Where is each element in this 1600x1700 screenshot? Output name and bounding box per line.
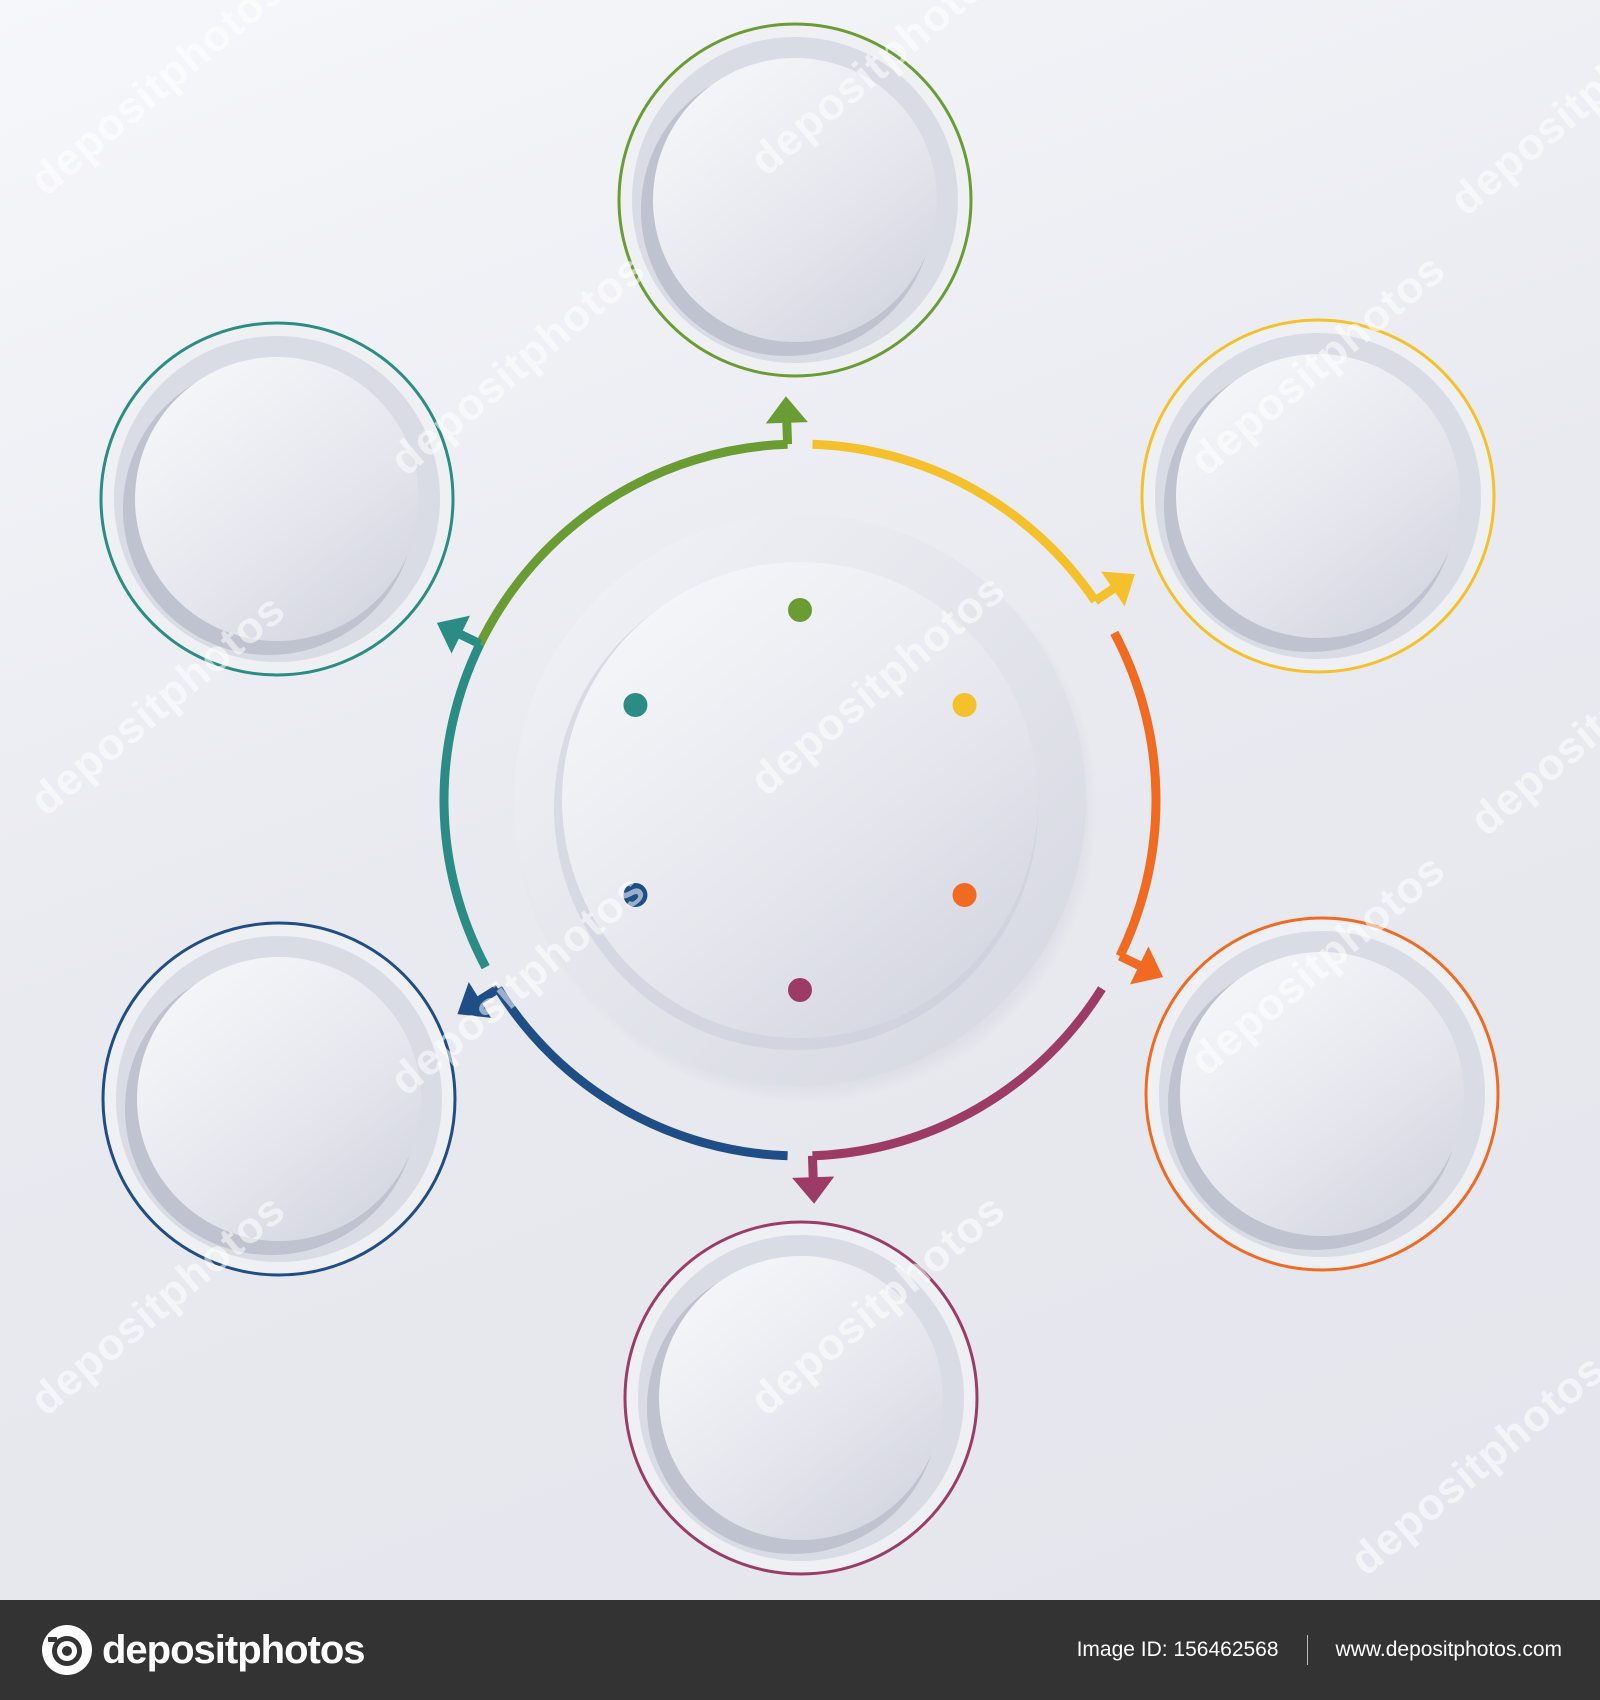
image-id-label: Image ID: 156462568 xyxy=(1076,1638,1279,1661)
ring-arc-lower-right xyxy=(1110,630,1161,959)
center-dot-lower-right xyxy=(952,883,977,907)
ring-arrow-stem-bottom xyxy=(807,1155,818,1178)
ring-arrow-head-bottom xyxy=(792,1176,835,1204)
ring-arrow-head-upper-right xyxy=(1101,571,1135,607)
center-disc xyxy=(562,562,1038,1038)
ring-arc-lower-left xyxy=(494,986,788,1161)
satellite-disc-lower-right xyxy=(1180,952,1464,1236)
center-dot-upper-left xyxy=(623,693,648,717)
satellite-disc-top xyxy=(653,58,937,342)
satellite-disc-upper-left xyxy=(135,357,419,641)
ring-arrow-head-upper-left xyxy=(436,615,471,654)
footer-divider xyxy=(1306,1635,1308,1665)
ring-arrow-stem-top xyxy=(782,422,793,445)
satellite-disc-bottom xyxy=(659,1256,943,1540)
ring-arrow-head-top xyxy=(765,396,808,424)
footer-logo: depositphotos xyxy=(40,1622,366,1678)
ring-arc-upper-right xyxy=(812,439,1099,604)
cycle-diagram xyxy=(99,22,1500,1576)
ring-arrow-head-lower-right xyxy=(1129,946,1164,985)
ring-arrow-head-lower-left xyxy=(457,982,492,1018)
footer-info: Image ID: 156462568 www.depositphotos.co… xyxy=(1077,1600,1562,1700)
camera-logo-icon xyxy=(42,1625,92,1675)
ring-arrow-stem-lower-left xyxy=(477,984,501,1005)
ring-arc-upper-left xyxy=(439,641,490,970)
ring-arc-top xyxy=(475,439,788,646)
ring-arrow-stem-lower-right xyxy=(1117,952,1142,970)
center-dot-lower-left xyxy=(623,883,648,907)
footer-logo-text: depositphotos xyxy=(102,1627,366,1672)
center-dot-top xyxy=(788,598,812,622)
site-url-link[interactable]: www.depositphotos.com xyxy=(1335,1638,1562,1661)
satellite-disc-lower-left xyxy=(137,957,421,1241)
ring-arrow-stem-upper-left xyxy=(458,630,483,648)
center-dot-upper-right xyxy=(952,693,977,717)
ring-arrow-stem-upper-right xyxy=(1092,584,1116,605)
center-dot-bottom xyxy=(788,978,812,1002)
footer-bar: depositphotos Image ID: 156462568 www.de… xyxy=(0,1600,1600,1700)
satellite-disc-upper-right xyxy=(1176,354,1460,638)
ring-arc-bottom xyxy=(812,986,1106,1161)
